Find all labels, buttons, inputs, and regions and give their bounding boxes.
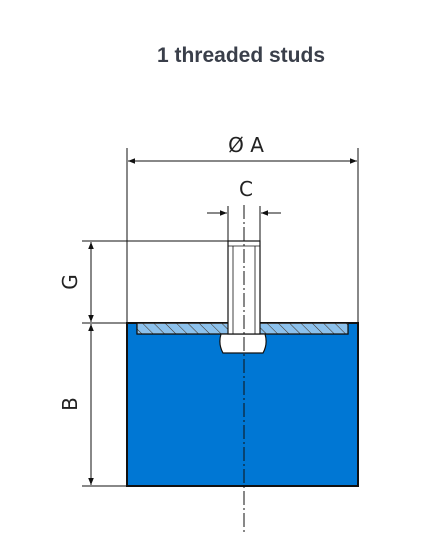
diagram-title: 1 threaded studs	[156, 44, 326, 67]
dimension-diameter-a: Ø A	[126, 133, 359, 323]
label-g: G	[58, 274, 82, 290]
label-c: C	[239, 177, 253, 201]
label-diameter-a: Ø A	[228, 133, 264, 157]
rubber-body	[126, 322, 359, 487]
label-b: B	[58, 397, 82, 411]
rivet-head	[219, 333, 267, 354]
dimension-c: C	[207, 177, 281, 241]
dimension-b: B	[58, 324, 127, 487]
dimension-g: G	[58, 240, 228, 324]
